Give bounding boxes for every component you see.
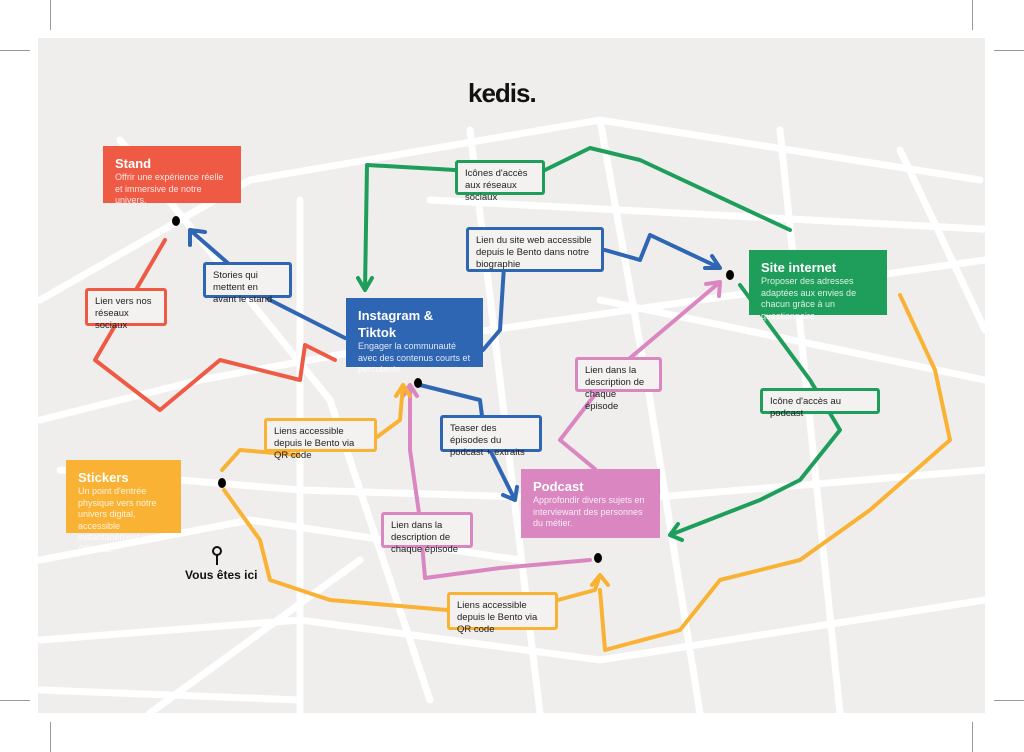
you-are-here-label: Vous êtes ici — [185, 568, 258, 582]
path-insta-stand — [188, 228, 347, 340]
path-insta-site — [481, 233, 722, 352]
link-desc-episode-insta: Lien dans la description de chaque épiso… — [381, 512, 473, 555]
link-qr-insta: Liens accessible depuis le Bento via QR … — [264, 418, 377, 461]
link-icone-podcast: Icône d'accès au podcast — [760, 388, 880, 419]
node-desc: Engager la communauté avec des contenus … — [358, 341, 471, 374]
path-stickers-podcast — [222, 293, 952, 652]
path-podcast-site — [558, 280, 722, 471]
node-desc: Proposer des adresses adaptées aux envie… — [761, 276, 857, 321]
node-desc: Approfondir divers sujets en interviewan… — [533, 495, 645, 528]
link-desc-episode-site: Lien dans la description de chaque épiso… — [575, 357, 662, 412]
path-stand-insta — [93, 238, 337, 412]
node-title: Instagram & Tiktok — [358, 308, 434, 340]
link-site-web: Lien du site web accessible depuis le Be… — [466, 227, 604, 272]
node-title: Stand — [115, 156, 152, 171]
brand-logo: kedis. — [468, 78, 537, 108]
location-pin-icon — [212, 546, 222, 565]
node-desc: Offrir une expérience réelle et immersiv… — [115, 172, 224, 205]
node-title: Podcast — [533, 479, 584, 494]
path-site-insta — [356, 146, 792, 292]
link-qr-podcast: Liens accessible depuis le Bento via QR … — [447, 592, 558, 635]
node-title: Stickers — [78, 470, 129, 485]
path-site-podcast — [668, 283, 842, 542]
link-teaser: Teaser des épisodes du podcast + extrait… — [440, 415, 542, 458]
node-dots — [172, 216, 734, 563]
link-stand-social: Lien vers nos réseaux sociaux — [85, 288, 167, 331]
node-desc: Un point d'entrée physique vers notre un… — [78, 486, 157, 554]
link-icones-reseaux: Icônes d'accès aux réseaux sociaux — [455, 160, 545, 203]
link-stories: Stories qui mettent en avant le stand — [203, 262, 292, 305]
path-stickers-insta — [220, 383, 412, 472]
node-title: Site internet — [761, 260, 837, 275]
